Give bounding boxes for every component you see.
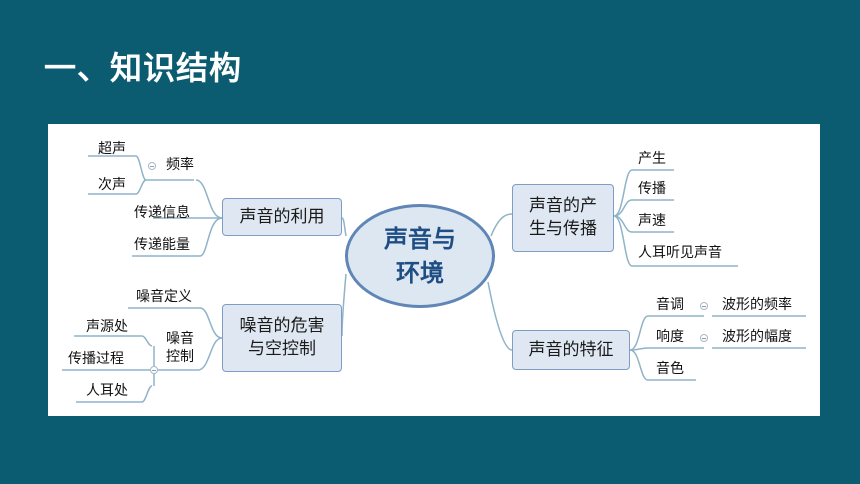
leaf-noise-control: 噪音 控制 xyxy=(166,330,194,366)
branch-noise-line2: 与空控制 xyxy=(248,339,316,359)
leaf-propagate: 传播 xyxy=(638,181,666,197)
branch-sound-features: 声音的特征 xyxy=(512,330,630,370)
branch-noise-line1: 噪音的危害 xyxy=(239,316,325,336)
mind-map: 声音与 环境 声音的利用 频率 超声 次声 传递信息 传递能量 噪音的危害 与空… xyxy=(48,124,820,416)
branch-sound-production-line1: 声音的产 xyxy=(529,196,597,216)
leaf-infrasound: 次声 xyxy=(98,177,126,193)
branch-noise: 噪音的危害 与空控制 xyxy=(222,304,342,372)
leaf-ultrasound: 超声 xyxy=(98,141,126,157)
page-title: 一、知识结构 xyxy=(44,49,243,87)
collapse-icon xyxy=(150,366,158,374)
collapse-icon xyxy=(700,334,708,342)
leaf-produce: 产生 xyxy=(638,151,666,167)
leaf-transmit-info: 传递信息 xyxy=(134,205,190,221)
leaf-hearing: 人耳听见声音 xyxy=(638,245,722,261)
central-topic-line2: 环境 xyxy=(396,259,444,287)
leaf-sound-source: 声源处 xyxy=(86,319,128,335)
leaf-timbre: 音色 xyxy=(656,361,684,377)
leaf-propagation-path: 传播过程 xyxy=(68,351,124,367)
branch-sound-production: 声音的产 生与传播 xyxy=(512,184,614,252)
leaf-noise-control-line2: 控制 xyxy=(166,349,194,365)
leaf-at-ear: 人耳处 xyxy=(86,383,128,399)
branch-sound-production-line2: 生与传播 xyxy=(529,219,597,239)
collapse-icon xyxy=(700,302,708,310)
leaf-noise-control-line1: 噪音 xyxy=(166,331,194,347)
leaf-pitch-detail: 波形的频率 xyxy=(722,297,792,313)
leaf-loudness-detail: 波形的幅度 xyxy=(722,329,792,345)
leaf-noise-definition: 噪音定义 xyxy=(136,289,192,305)
leaf-sound-speed: 声速 xyxy=(638,213,666,229)
connector-lines xyxy=(62,155,806,403)
branch-sound-use: 声音的利用 xyxy=(222,198,342,236)
leaf-transmit-energy: 传递能量 xyxy=(134,237,190,253)
collapse-icon xyxy=(148,162,156,170)
leaf-pitch: 音调 xyxy=(656,297,684,313)
central-topic: 声音与 环境 xyxy=(345,204,495,308)
leaf-loudness: 响度 xyxy=(656,329,684,345)
central-topic-line1: 声音与 xyxy=(384,225,456,253)
leaf-frequency: 频率 xyxy=(166,157,194,173)
